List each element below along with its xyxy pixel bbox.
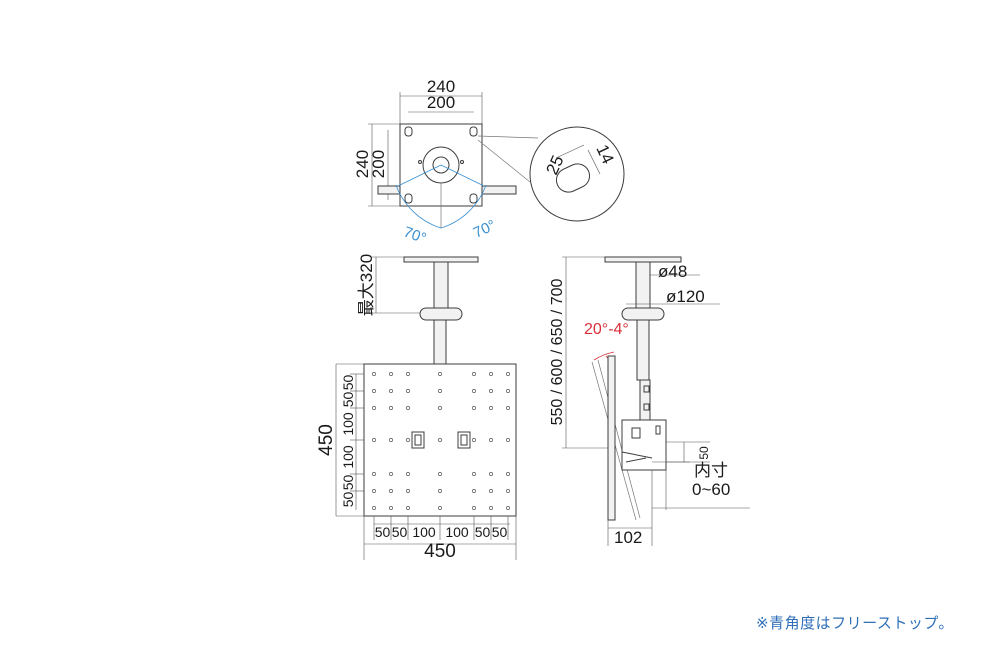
vertical-spacing-label: 50 <box>340 492 356 508</box>
horizontal-spacing-label: 50 <box>475 524 491 540</box>
offset-small-label: 50 <box>697 446 711 460</box>
front-width-label: 450 <box>424 541 456 562</box>
vertical-spacing-label: 50 <box>340 392 356 408</box>
horizontal-spacing-label: 50 <box>375 524 391 540</box>
depth-label: 102 <box>614 528 642 547</box>
mounting-hole <box>506 438 510 442</box>
dia-flange-label: ø120 <box>666 287 705 306</box>
mounting-hole <box>406 406 410 410</box>
mounting-hole <box>406 372 410 376</box>
angle-right-label: 70° <box>471 217 499 242</box>
top-height-outer: 240 <box>353 150 372 178</box>
inner-label: 内寸 <box>694 461 728 480</box>
mounting-hole <box>372 372 376 376</box>
mounting-hole <box>389 489 393 493</box>
mounting-hole <box>438 372 442 376</box>
mounting-hole <box>472 489 476 493</box>
top-height-inner: 200 <box>369 150 388 178</box>
dia-pole-label: ø48 <box>658 262 687 281</box>
mounting-hole <box>506 506 510 510</box>
front-height-label: 450 <box>316 424 337 456</box>
top-width-outer: 240 <box>427 77 455 96</box>
mounting-hole <box>372 489 376 493</box>
mounting-hole <box>506 472 510 476</box>
mounting-hole <box>472 372 476 376</box>
mounting-hole <box>406 472 410 476</box>
mounting-hole <box>438 389 442 393</box>
mounting-hole <box>489 472 493 476</box>
mounting-hole <box>389 406 393 410</box>
horizontal-spacing-label: 50 <box>392 524 408 540</box>
mounting-hole <box>438 438 442 442</box>
mounting-hole <box>372 389 376 393</box>
horizontal-spacing-label: 100 <box>445 524 469 540</box>
slot-width-label: 25 <box>542 153 567 178</box>
mounting-hole <box>372 406 376 410</box>
mounting-hole <box>389 372 393 376</box>
mounting-hole <box>406 389 410 393</box>
mounting-hole <box>438 489 442 493</box>
angle-left-label: 70° <box>401 224 428 248</box>
horizontal-spacing-label: 100 <box>412 524 436 540</box>
mounting-hole <box>406 489 410 493</box>
mounting-holes <box>372 372 510 510</box>
mounting-hole <box>506 489 510 493</box>
mounting-hole <box>389 472 393 476</box>
mounting-hole <box>389 506 393 510</box>
mounting-hole <box>389 438 393 442</box>
tilt-label: 20°-4° <box>584 321 629 338</box>
mounting-hole <box>506 372 510 376</box>
mounting-hole <box>506 406 510 410</box>
vertical-spacing-label: 50 <box>340 375 356 391</box>
mounting-hole <box>438 506 442 510</box>
mounting-hole <box>472 438 476 442</box>
horizontal-spacing-label: 50 <box>492 524 508 540</box>
mounting-hole <box>489 372 493 376</box>
side-view: 550 / 600 / 650 / 700 ø48 ø120 20°-4° 50 <box>549 256 750 547</box>
mounting-hole <box>472 389 476 393</box>
max-extend-label: 最大320 <box>357 254 376 316</box>
vertical-spacing-label: 50 <box>340 475 356 491</box>
mounting-hole <box>438 406 442 410</box>
mounting-hole <box>506 389 510 393</box>
mounting-hole <box>489 389 493 393</box>
vertical-spacing-label: 100 <box>340 412 356 436</box>
vertical-spacing-label: 100 <box>340 445 356 469</box>
pole-lengths-label: 550 / 600 / 650 / 700 <box>549 279 566 426</box>
mounting-hole <box>389 389 393 393</box>
mounting-hole <box>489 489 493 493</box>
inner-range-label: 0~60 <box>692 480 730 499</box>
mounting-hole <box>489 506 493 510</box>
mounting-hole <box>489 438 493 442</box>
top-view: 240 200 240 200 70° 70° <box>353 77 625 248</box>
mounting-hole <box>372 438 376 442</box>
mounting-hole <box>372 506 376 510</box>
top-width-inner: 200 <box>427 93 455 112</box>
mounting-hole <box>406 506 410 510</box>
mounting-hole <box>472 506 476 510</box>
mounting-hole <box>472 472 476 476</box>
mounting-hole <box>406 438 410 442</box>
mounting-hole <box>372 472 376 476</box>
mounting-hole <box>438 472 442 476</box>
mounting-hole <box>489 406 493 410</box>
mounting-hole <box>472 406 476 410</box>
footnote: ※青角度はフリーストップ。 <box>756 614 954 632</box>
